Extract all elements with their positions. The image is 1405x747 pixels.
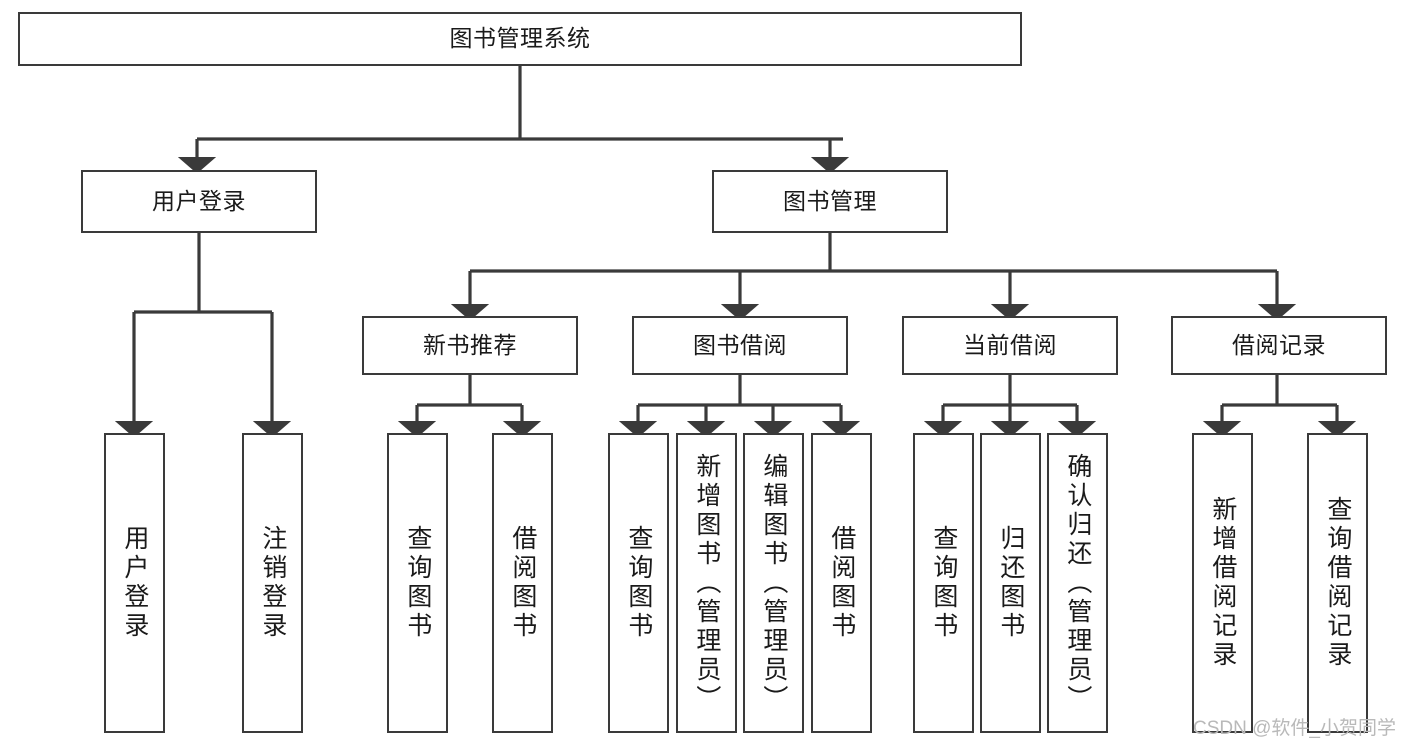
- node-label: 用户登录: [120, 525, 149, 641]
- node-leaf-borrow-book[interactable]: 借阅图书: [811, 433, 872, 733]
- node-label: 查询图书: [929, 525, 958, 641]
- node-leaf-user-login[interactable]: 用户登录: [104, 433, 165, 733]
- node-leaf-add-borrow-record[interactable]: 新增借阅记录: [1192, 433, 1253, 733]
- node-current-borrow[interactable]: 当前借阅: [902, 316, 1118, 375]
- node-label: 编辑图书（管理员）: [759, 452, 788, 714]
- node-label: 借阅图书: [508, 525, 537, 641]
- node-leaf-confirm-return[interactable]: 确认归还（管理员）: [1047, 433, 1108, 733]
- node-label: 新增图书（管理员）: [692, 452, 721, 714]
- node-leaf-query-book-recommend[interactable]: 查询图书: [387, 433, 448, 733]
- node-label: 查询借阅记录: [1323, 496, 1352, 670]
- node-label: 归还图书: [996, 525, 1025, 641]
- node-leaf-add-book[interactable]: 新增图书（管理员）: [676, 433, 737, 733]
- node-label: 注销登录: [258, 525, 287, 641]
- node-book-management-system[interactable]: 图书管理系统: [18, 12, 1022, 66]
- node-label: 用户登录: [152, 187, 246, 214]
- node-borrow-record[interactable]: 借阅记录: [1171, 316, 1387, 375]
- node-label: 图书管理: [783, 187, 877, 214]
- node-book-manage[interactable]: 图书管理: [712, 170, 948, 233]
- node-leaf-logout-login[interactable]: 注销登录: [242, 433, 303, 733]
- node-label: 查询图书: [403, 525, 432, 641]
- node-leaf-query-borrow-record[interactable]: 查询借阅记录: [1307, 433, 1368, 733]
- node-new-book-recommend[interactable]: 新书推荐: [362, 316, 578, 375]
- node-leaf-query-book-borrow[interactable]: 查询图书: [608, 433, 669, 733]
- node-leaf-edit-book[interactable]: 编辑图书（管理员）: [743, 433, 804, 733]
- node-label: 新增借阅记录: [1208, 496, 1237, 670]
- node-label: 新书推荐: [423, 331, 517, 358]
- node-user-login[interactable]: 用户登录: [81, 170, 317, 233]
- node-leaf-borrow-book-recommend[interactable]: 借阅图书: [492, 433, 553, 733]
- node-label: 借阅图书: [827, 525, 856, 641]
- node-label: 图书管理系统: [449, 25, 591, 52]
- node-label: 确认归还（管理员）: [1063, 452, 1092, 714]
- node-label: 图书借阅: [693, 331, 787, 358]
- watermark-text: CSDN @软件_小贺同学: [1193, 718, 1396, 739]
- node-book-borrow[interactable]: 图书借阅: [632, 316, 848, 375]
- node-label: 查询图书: [624, 525, 653, 641]
- node-label: 借阅记录: [1232, 331, 1326, 358]
- node-label: 当前借阅: [963, 331, 1057, 358]
- node-leaf-return-book[interactable]: 归还图书: [980, 433, 1041, 733]
- node-leaf-query-book-current[interactable]: 查询图书: [913, 433, 974, 733]
